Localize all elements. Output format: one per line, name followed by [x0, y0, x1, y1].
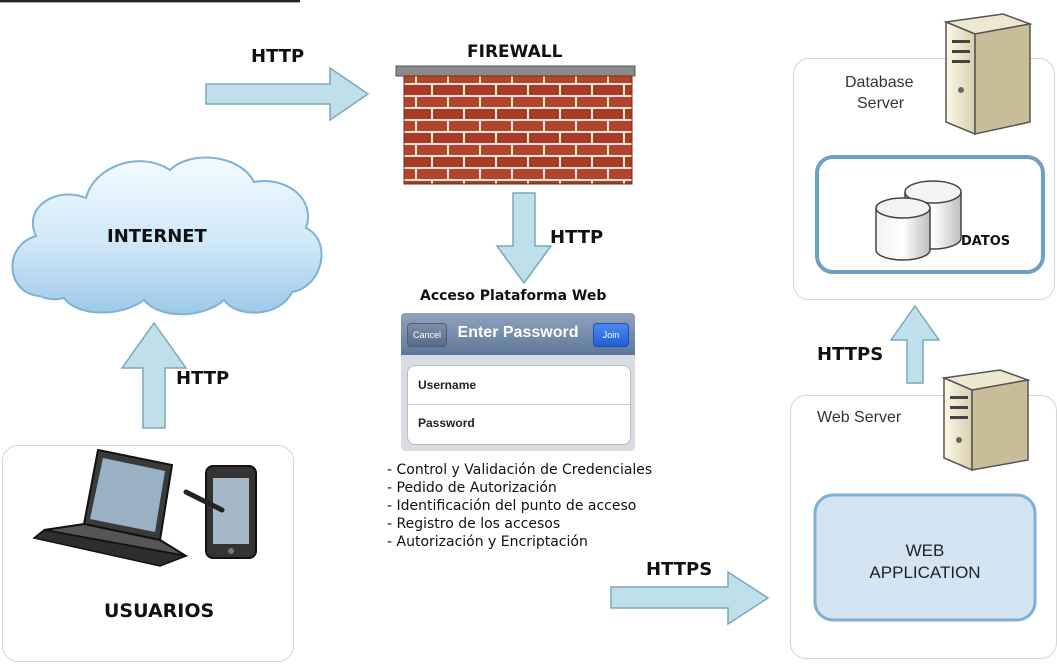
arrow-http-down [495, 192, 553, 285]
firewall-icon [395, 65, 636, 185]
login-fields: Username Password [407, 365, 631, 445]
firewall-label: FIREWALL [467, 42, 563, 62]
features-list-item: - Pedido de Autorización [387, 480, 557, 496]
laptop-icon [32, 448, 189, 567]
database-cylinders-icon [875, 180, 962, 261]
arrow-http-up [120, 321, 188, 429]
login-title: Enter Password [457, 324, 579, 341]
database-server-label-line2: Server [857, 95, 905, 112]
username-field[interactable]: Username [418, 378, 477, 392]
https-label-bottom: HTTPS [646, 559, 713, 580]
arrow-https-right-bottom [610, 570, 770, 626]
features-list-item: - Identificación del punto de acceso [387, 498, 637, 514]
database-server-label-line1: Database [845, 74, 914, 91]
cancel-button[interactable]: Cancel [407, 323, 447, 347]
database-server-icon [943, 13, 1033, 136]
arrow-http-right-top [205, 66, 370, 122]
web-application-label: WEB APPLICATION [815, 540, 1035, 584]
acceso-plataforma-title: Acceso Plataforma Web [420, 288, 607, 304]
arrow-https-up [889, 304, 941, 384]
web-server-icon [941, 369, 1031, 472]
web-application-box [813, 493, 1037, 622]
web-application-label-line2: APPLICATION [869, 563, 981, 582]
usuarios-label: USUARIOS [104, 600, 215, 622]
https-label-right: HTTPS [817, 344, 884, 365]
http-label-mid: HTTP [550, 227, 604, 248]
features-list-item: - Autorización y Encriptación [387, 534, 588, 550]
password-field[interactable]: Password [418, 416, 475, 430]
cropped-heading-fragment [0, 0, 300, 3]
web-application-label-line1: WEB [905, 541, 945, 560]
tablet-icon [183, 465, 257, 559]
internet-label: INTERNET [107, 226, 207, 247]
http-label-left: HTTP [176, 368, 230, 389]
http-label-top: HTTP [251, 46, 305, 67]
datos-label: DATOS [961, 234, 1011, 249]
field-divider [408, 404, 630, 405]
web-server-label: Web Server [817, 409, 902, 426]
database-server-label: Database Server [845, 72, 914, 114]
features-list: - Control y Validación de Credenciales -… [387, 461, 652, 551]
features-list-item: - Registro de los accesos [387, 516, 561, 532]
features-list-item: - Control y Validación de Credenciales [387, 462, 653, 478]
join-button[interactable]: Join [593, 323, 629, 347]
internet-cloud-icon [11, 156, 323, 316]
login-panel: Cancel Enter Password Join Username Pass… [401, 313, 635, 451]
